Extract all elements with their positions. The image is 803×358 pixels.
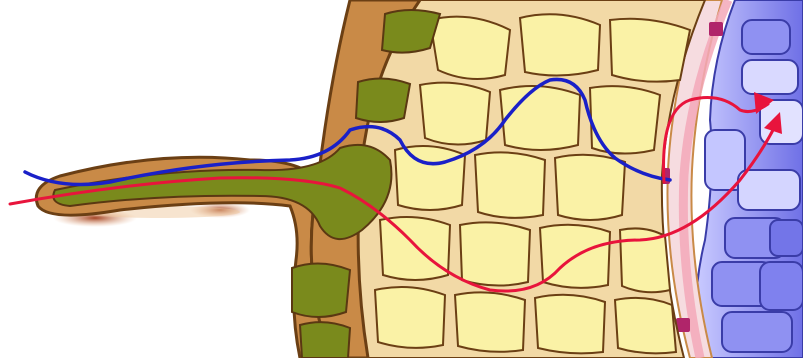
- root-cross-section-diagram: [0, 0, 803, 358]
- root-tissue-illustration: [0, 0, 803, 358]
